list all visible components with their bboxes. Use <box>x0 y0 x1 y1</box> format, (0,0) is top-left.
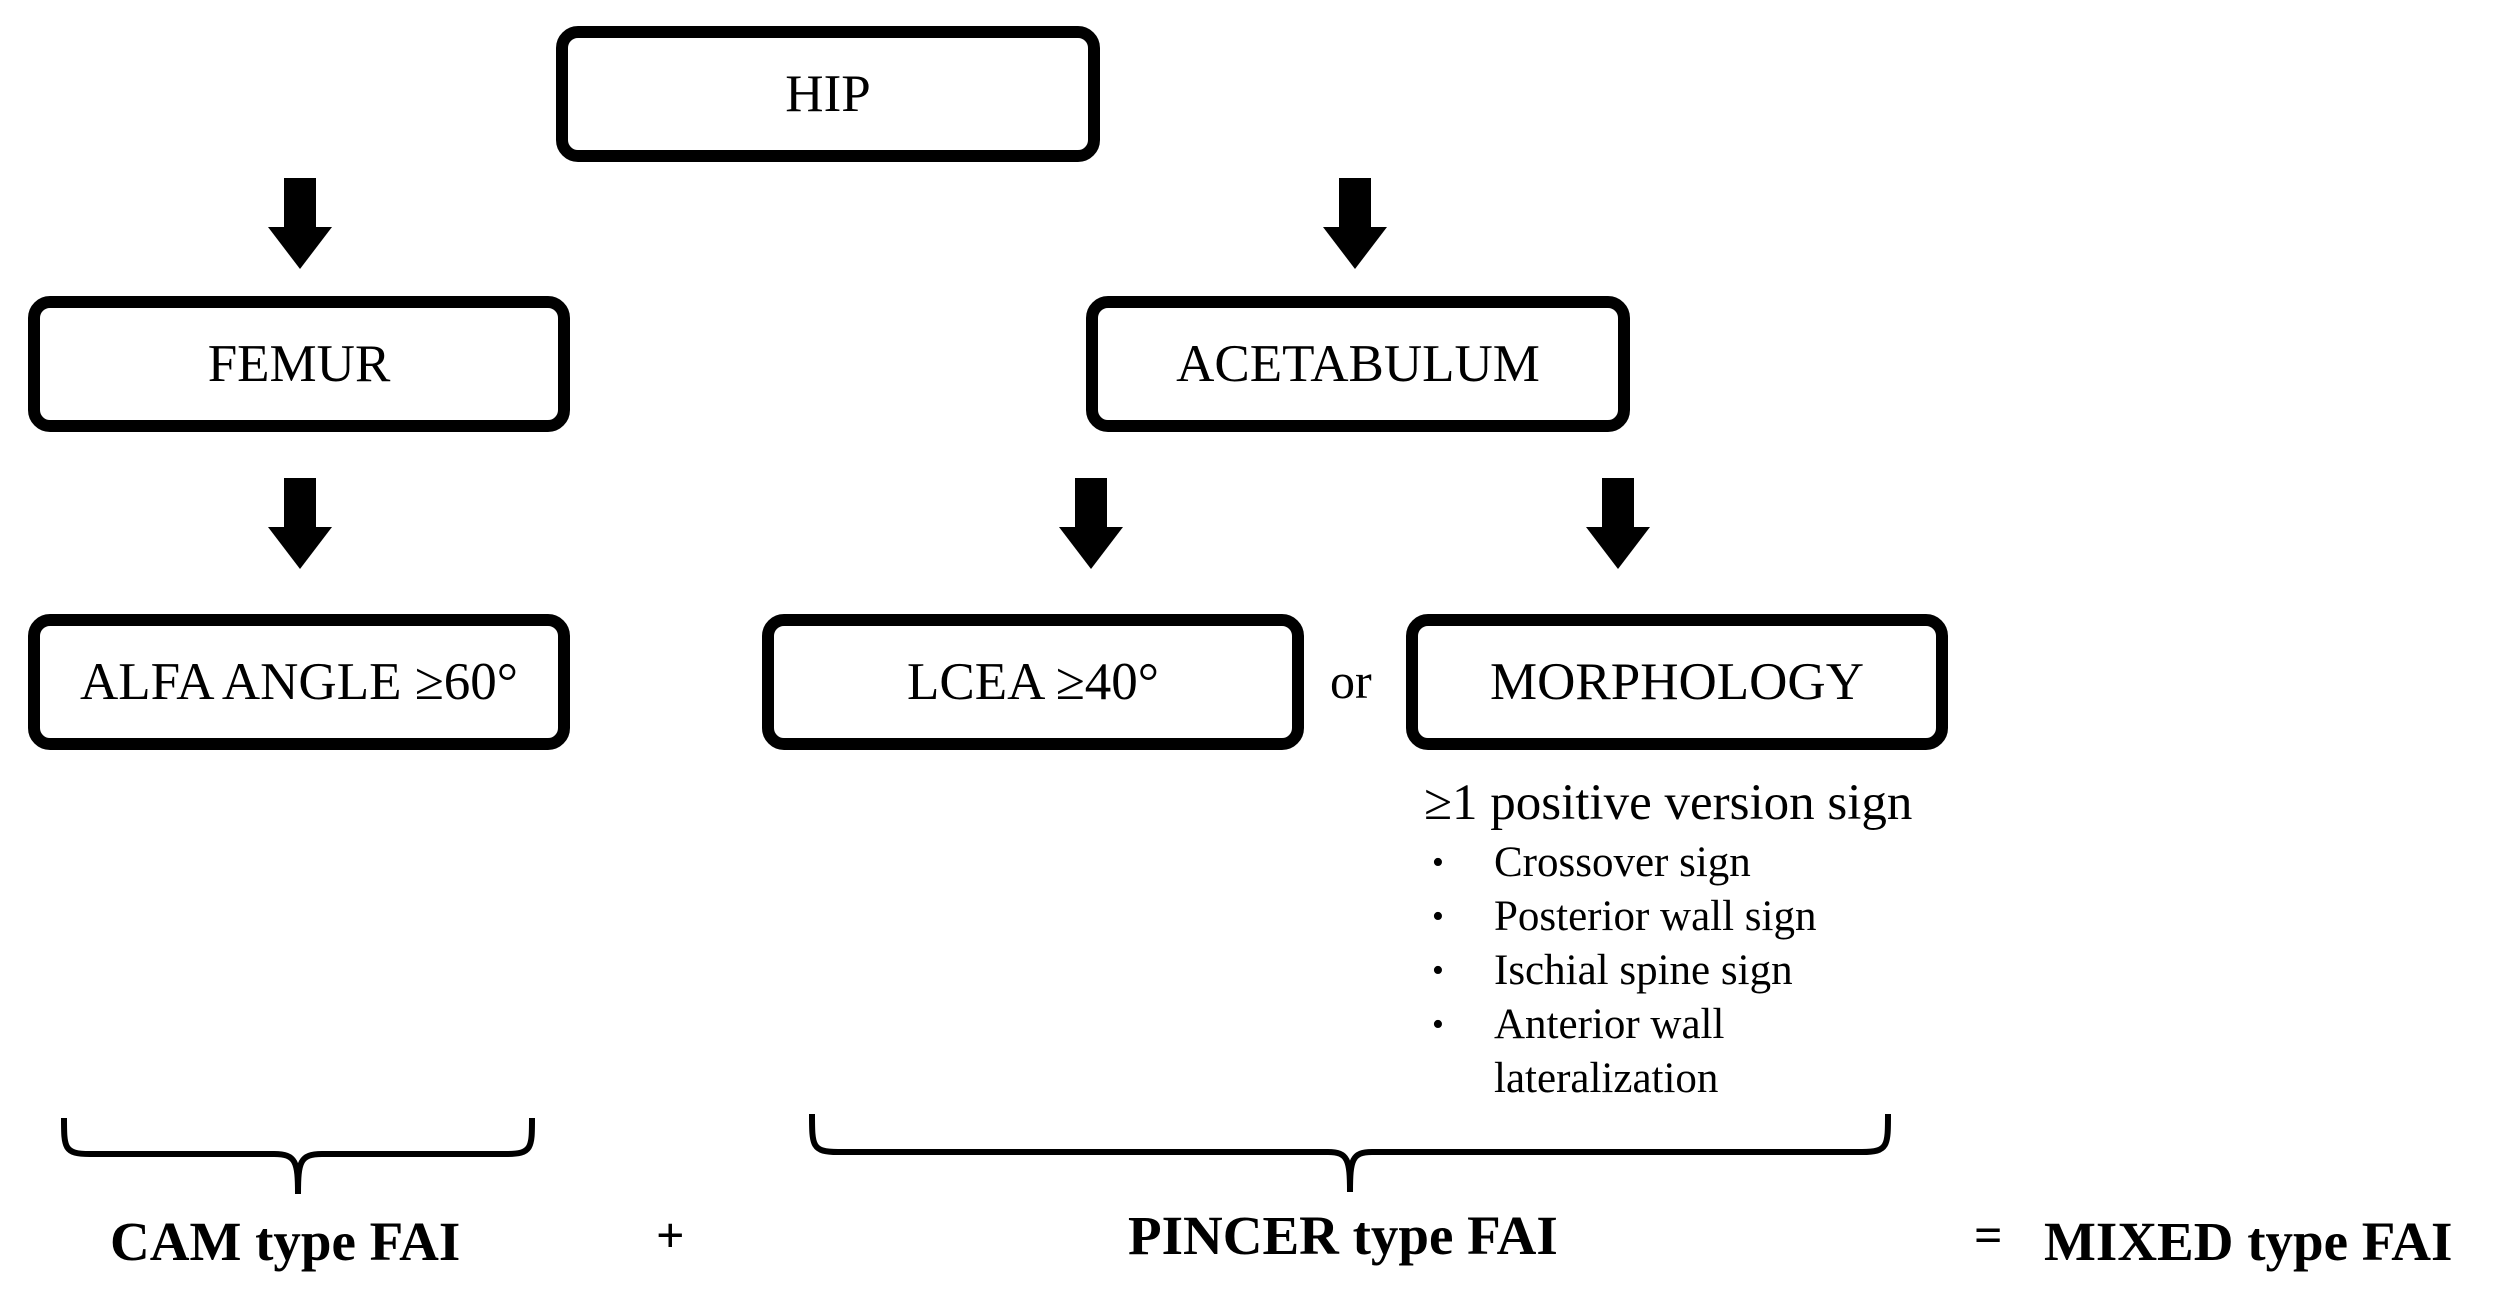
femur-box: FEMUR <box>28 296 570 432</box>
lcea-label: LCEA ≥40° <box>907 653 1159 711</box>
alfa-angle-box: ALFA ANGLE ≥60° <box>28 614 570 750</box>
cam-brace <box>61 1117 535 1195</box>
equals-sign: = <box>1974 1207 2003 1263</box>
down-arrow-icon <box>1059 478 1123 569</box>
morphology-label: MORPHOLOGY <box>1490 653 1864 711</box>
down-arrow-icon <box>268 478 332 569</box>
cam-type-label: CAM type FAI <box>110 1211 461 1272</box>
or-connector: or <box>1330 653 1372 709</box>
bullet-icon: • <box>1432 898 1444 935</box>
hip-box: HIP <box>556 26 1100 162</box>
down-arrow-icon <box>1323 178 1387 269</box>
lcea-box: LCEA ≥40° <box>762 614 1304 750</box>
acetabulum-box: ACETABULUM <box>1086 296 1630 432</box>
hip-label: HIP <box>785 65 871 123</box>
mixed-type-label: MIXED type FAI <box>2044 1211 2453 1272</box>
list-item: •Ischial spine sign <box>1422 944 1816 998</box>
down-arrow-icon <box>268 178 332 269</box>
bullet-icon: • <box>1432 952 1444 989</box>
version-sign-title: ≥1 positive version sign <box>1424 775 1913 831</box>
acetabulum-label: ACETABULUM <box>1176 335 1540 393</box>
femur-label: FEMUR <box>207 335 391 393</box>
pincer-type-label: PINCER type FAI <box>1128 1205 1558 1266</box>
list-item: •Crossover sign <box>1422 836 1816 890</box>
pincer-brace <box>809 1113 1891 1193</box>
down-arrow-icon <box>1586 478 1650 569</box>
bullet-icon: • <box>1432 844 1444 881</box>
list-item: •Anterior wall lateralization <box>1422 998 1816 1106</box>
alfa-angle-label: ALFA ANGLE ≥60° <box>80 653 518 711</box>
list-item: •Posterior wall sign <box>1422 890 1816 944</box>
morphology-box: MORPHOLOGY <box>1406 614 1948 750</box>
version-sign-list: •Crossover sign •Posterior wall sign •Is… <box>1422 836 1816 1106</box>
bullet-icon: • <box>1432 1006 1444 1043</box>
plus-sign: + <box>656 1207 685 1263</box>
